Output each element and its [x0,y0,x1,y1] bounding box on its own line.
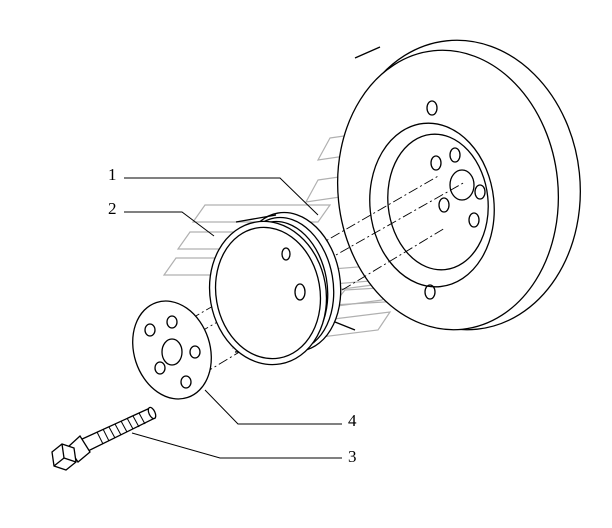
damper-hole [474,184,486,200]
leader-line-1 [124,177,319,216]
callout-3: 3 [348,447,357,466]
damper-hole [424,284,436,300]
damper-wheel [329,39,581,331]
pulley-front-rim [208,220,328,366]
washer-bolt-hole [189,345,201,359]
damper-hole [449,147,461,163]
callout-4: 4 [348,411,357,430]
bolt [51,406,157,471]
pulley [208,211,342,366]
damper-hole [426,100,438,116]
washer-plate [132,300,212,400]
damper-hole [468,212,480,228]
washer-bolt-hole [166,315,178,329]
bolt-threads [96,412,146,445]
washer-bolt-hole [154,361,166,375]
washer-center-hole [161,338,183,366]
leader-line-3 [131,432,342,459]
damper-hole [430,155,442,171]
bolt-shank [79,407,156,453]
leader-lines [124,177,342,459]
pulley-hole [281,247,291,261]
washer-bolt-hole [180,375,192,389]
damper-hub-inner [387,133,489,271]
damper-hub-recess [369,122,495,288]
damper-hole [438,197,450,213]
bolt-tip [147,406,157,420]
damper-center-bore [449,169,475,201]
washer-bolt-hole [144,323,156,337]
leader-line-4 [204,389,342,425]
callout-2: 2 [108,199,117,218]
washer-outer [132,300,212,400]
pulley-hole [294,283,306,301]
leader-line-2 [124,211,215,237]
callout-1: 1 [108,165,117,184]
